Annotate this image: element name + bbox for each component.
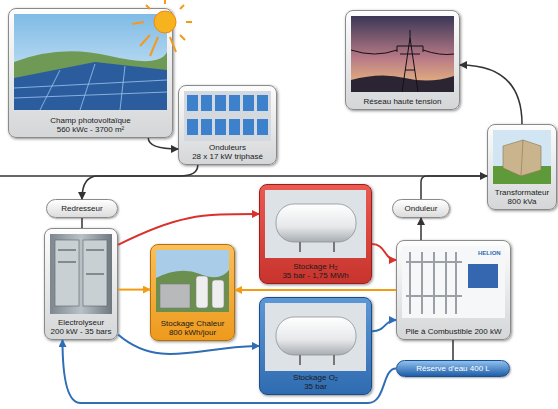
node-title: Stockage O₂ <box>293 373 338 382</box>
photo-box: Champ photovoltaïque560 kWc - 3700 m² <box>8 8 173 138</box>
node-title: Stockage H₂ <box>293 262 337 271</box>
node-detail: 28 x 17 kW triphasé <box>192 152 263 161</box>
power-bus-line <box>0 175 487 177</box>
flow-arrow <box>118 214 259 245</box>
converter-pill: Onduleur <box>392 199 450 218</box>
power-link <box>148 138 178 149</box>
node-detail: 35 bar <box>304 382 327 391</box>
brand-label: HELION <box>478 250 501 256</box>
node-title: Transformateur <box>495 188 549 197</box>
node-detail: 560 kWc - 3700 m² <box>57 125 125 134</box>
power-link <box>460 65 522 124</box>
storage-box: Stockage H₂35 bar - 1,75 MWh <box>259 184 372 284</box>
node-title: Onduleurs <box>209 143 246 152</box>
node-detail: 800 kVa <box>508 197 537 206</box>
flow-arrow <box>372 244 396 260</box>
storage-box: Stockage O₂35 bar <box>259 297 372 395</box>
power-link <box>452 340 454 360</box>
node-title: Pile à Combustible 200 kW <box>405 327 501 336</box>
node-detail: 200 kW - 35 bars <box>51 327 112 336</box>
node-title: Réseau haute tension <box>364 97 442 106</box>
node-title: Champ photovoltaïque <box>50 116 131 125</box>
power-link <box>421 176 487 199</box>
node-detail: 35 bar - 1,75 MWh <box>282 271 348 280</box>
converter-pill: Redresseur <box>46 199 118 218</box>
power-link <box>82 165 198 199</box>
node-title: Redresseur <box>61 204 102 213</box>
node-title: Réserve d'eau 400 L <box>416 364 490 373</box>
storage-box: Stockage Chaleur800 kWh/jour <box>150 244 235 341</box>
node-title: Electrolyseur <box>58 318 104 327</box>
flow-arrow <box>372 320 396 331</box>
flow-arrow <box>118 289 150 291</box>
flow-arrow <box>235 289 396 291</box>
node-title: Stockage Chaleur <box>161 319 225 328</box>
power-link <box>420 218 422 240</box>
photo-box: Electrolyseur200 kW - 35 bars <box>44 228 118 340</box>
reservoir-pill: Réserve d'eau 400 L <box>396 360 510 377</box>
power-link <box>81 218 83 228</box>
node-title: Onduleur <box>405 204 438 213</box>
photo-box: Transformateur800 kVa <box>487 124 557 210</box>
photo-box: Onduleurs28 x 17 kW triphasé <box>178 85 277 165</box>
photo-box: Réseau haute tension <box>345 10 460 110</box>
node-detail: 800 kWh/jour <box>169 328 216 337</box>
